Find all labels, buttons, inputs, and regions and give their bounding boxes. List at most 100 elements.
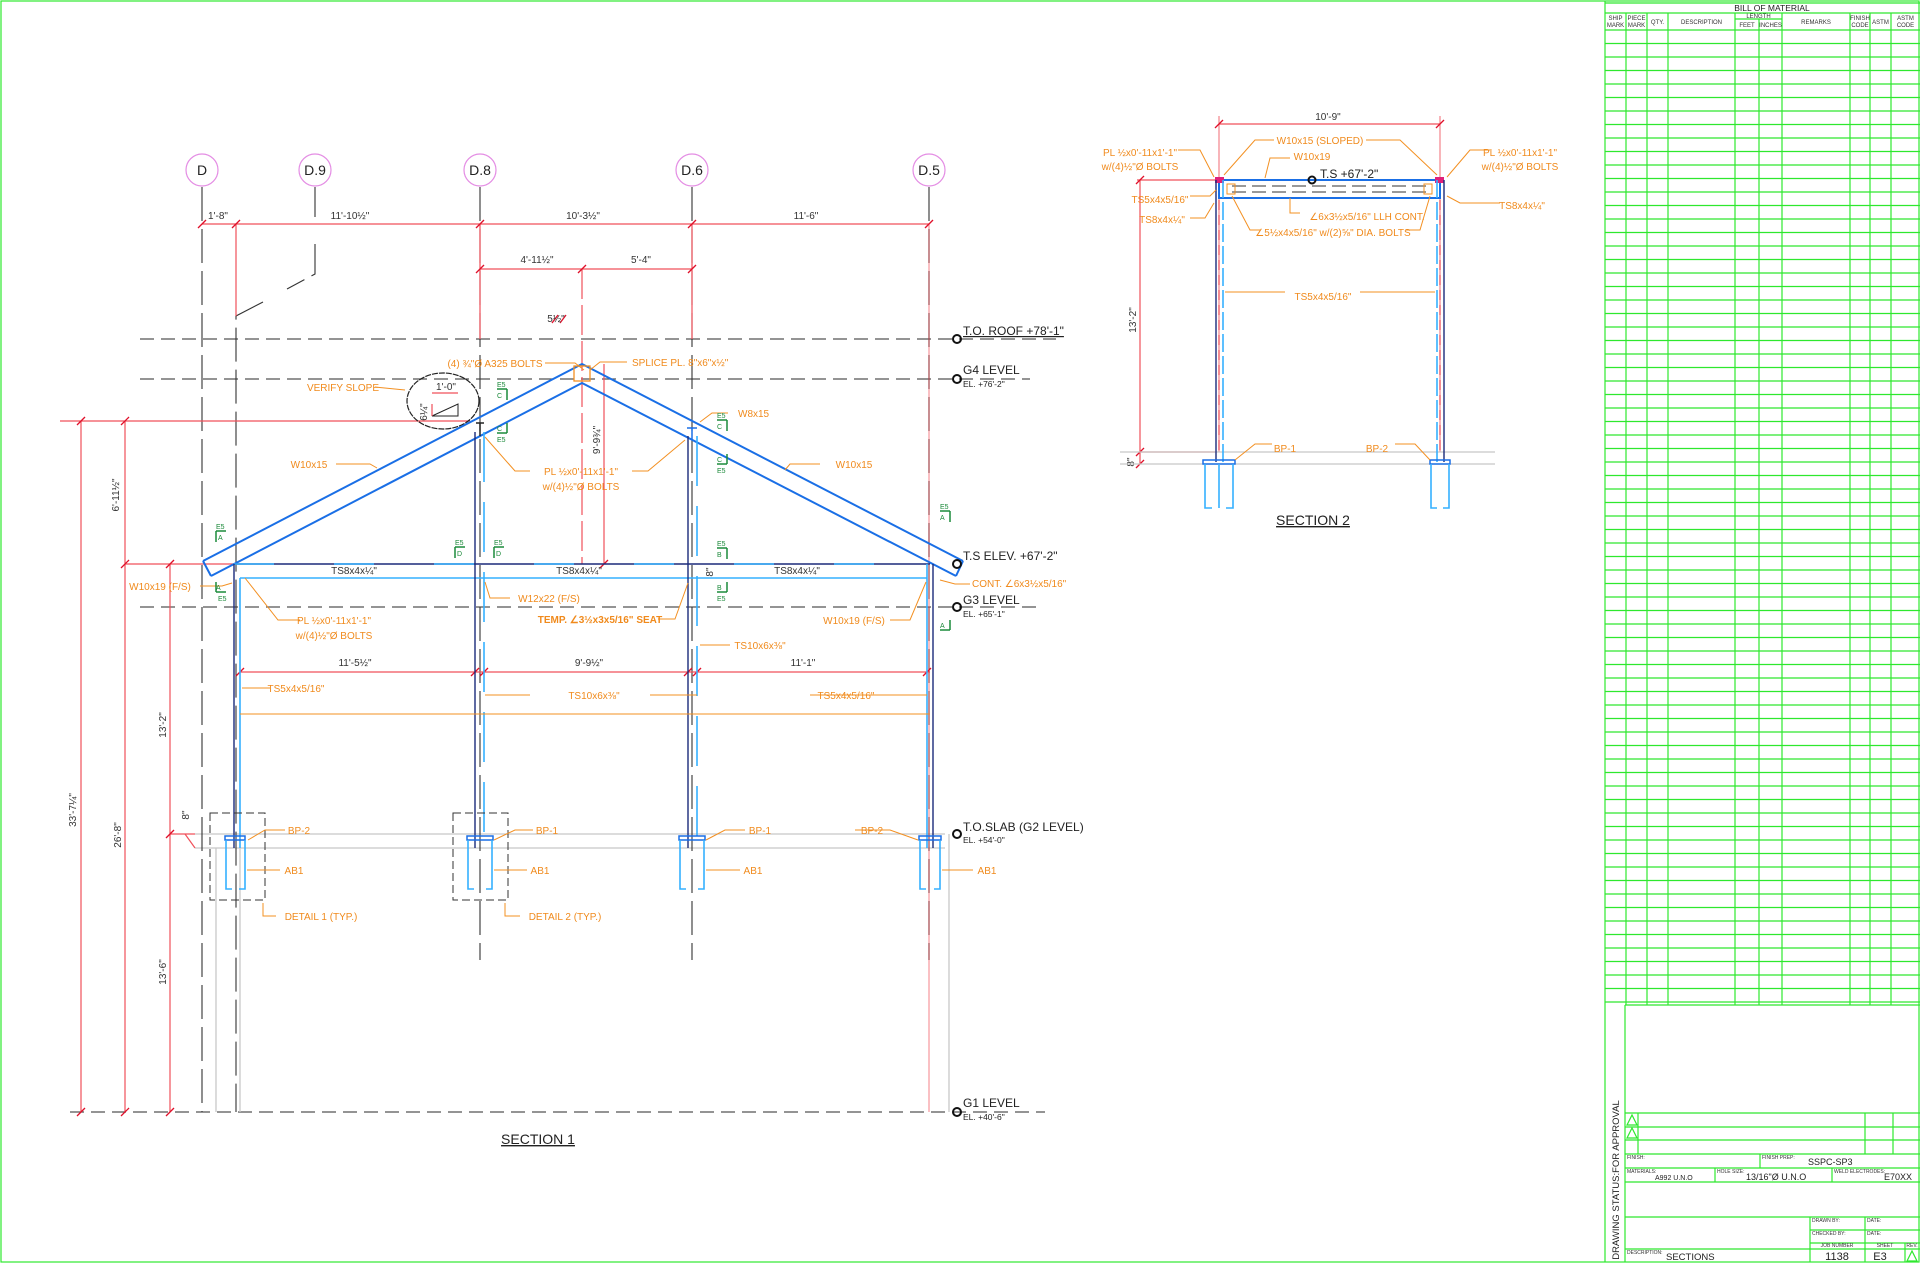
section2-footings bbox=[1202, 459, 1451, 509]
drawing-status: DRAWING STATUS:FOR APPROVAL bbox=[1611, 1100, 1622, 1260]
sheet-label: SHEET bbox=[1877, 1243, 1894, 1249]
s2-callout-column: TS5x4x5/16" bbox=[1295, 292, 1352, 303]
callout-ridge-bolts: (4) ¾"Ø A325 BOLTS bbox=[447, 359, 542, 370]
svg-text:w/(4)½"Ø BOLTS: w/(4)½"Ø BOLTS bbox=[1101, 162, 1179, 173]
callout-ts10-b: TS10x6x⅜" bbox=[568, 691, 620, 702]
dim-d-d9: 1'-8" bbox=[208, 211, 228, 222]
drawn-date-label: DATE: bbox=[1867, 1218, 1881, 1224]
bom-col-astm: ASTM bbox=[1872, 20, 1889, 26]
job-number: 1138 bbox=[1825, 1251, 1849, 1263]
svg-text:EL. +65'-1": EL. +65'-1" bbox=[963, 609, 1005, 619]
svg-text:A: A bbox=[216, 585, 221, 592]
svg-text:E5: E5 bbox=[455, 540, 464, 547]
s2-callout-ts5: TS5x4x5/16" bbox=[1132, 195, 1189, 206]
finish-label: FINISH: bbox=[1627, 1155, 1645, 1161]
s2-callout-ts8-left: TS8x4x¼" bbox=[1139, 214, 1185, 226]
section-marker: E5B bbox=[717, 541, 728, 559]
svg-text:A: A bbox=[218, 535, 223, 542]
callout-temp-seat: TEMP. ∠3½x3x5/16" SEAT bbox=[538, 615, 663, 626]
grid-bubble-d5: D.5 bbox=[912, 153, 946, 187]
section-marker: E5C bbox=[497, 382, 508, 400]
callout-bp-4: BP-2 bbox=[861, 826, 884, 837]
callout-splice-plate: SPLICE PL. 8"x6"x½" bbox=[632, 358, 729, 369]
callout-bp-3: BP-1 bbox=[749, 826, 772, 837]
callout-ts10-a: TS10x6x⅜" bbox=[734, 641, 786, 652]
dim-d8-ridge: 4'-11½" bbox=[520, 255, 554, 266]
svg-text:E5: E5 bbox=[717, 468, 726, 475]
svg-text:E5: E5 bbox=[717, 413, 726, 420]
svg-text:D.9: D.9 bbox=[304, 162, 326, 178]
svg-text:6¼": 6¼" bbox=[418, 403, 430, 421]
svg-text:E5: E5 bbox=[940, 504, 949, 511]
dim-d8-d6: 10'-3½" bbox=[566, 211, 600, 222]
callout-w10x19-right: W10x19 (F/S) bbox=[823, 616, 885, 627]
section-1: D D.9 D.8 D.6 D.5 bbox=[60, 153, 1084, 1147]
ts-beam bbox=[234, 563, 930, 579]
grid-bubble-d6: D.6 bbox=[675, 153, 709, 187]
callout-beam-1: TS8x4x¼" bbox=[331, 565, 377, 577]
job-number-label: JOB NUMBER bbox=[1821, 1243, 1854, 1249]
section-2: 10'-9" 13'-2" 8" bbox=[1101, 112, 1559, 528]
callout-pl-top: PL ½x0'-11x1'-1" bbox=[544, 467, 619, 478]
svg-text:D: D bbox=[197, 162, 207, 178]
section-marker: E5A bbox=[940, 504, 951, 522]
verify-slope-label: VERIFY SLOPE bbox=[307, 383, 379, 394]
section-1-title: SECTION 1 bbox=[501, 1131, 575, 1147]
svg-text:B: B bbox=[717, 585, 722, 592]
level-roof: T.O. ROOF +78'-1" bbox=[963, 324, 1064, 338]
callout-cont-angle: CONT. ∠6x3½x5/16" bbox=[972, 579, 1067, 590]
svg-text:D: D bbox=[457, 551, 462, 558]
rev-label: REV. bbox=[1906, 1243, 1917, 1249]
s2-callout-pl-right: PL ½x0'-11x1'-1" bbox=[1483, 148, 1558, 159]
drawn-by-label: DRAWN BY: bbox=[1812, 1218, 1840, 1224]
bom-col-inches: INCHES bbox=[1759, 23, 1782, 29]
footing-3 bbox=[678, 835, 706, 890]
grid-bubble-d9: D.9 bbox=[298, 153, 332, 187]
svg-text:EL. +54'-0": EL. +54'-0" bbox=[963, 835, 1005, 845]
section2-beam bbox=[1218, 179, 1441, 199]
finish-prep-label: FINISH PREP: bbox=[1762, 1155, 1795, 1161]
svg-text:C: C bbox=[497, 426, 502, 433]
callout-beam-2: TS8x4x¼" bbox=[556, 565, 602, 577]
dim-lower-1: 11'-5½" bbox=[338, 658, 372, 669]
svg-text:D.8: D.8 bbox=[469, 162, 491, 178]
description-label: DESCRIPTION: bbox=[1627, 1250, 1663, 1256]
svg-text:C: C bbox=[717, 424, 722, 431]
svg-text:D.5: D.5 bbox=[918, 162, 940, 178]
dim-roof-height: 6'-11½" bbox=[111, 478, 122, 512]
dimension-lines bbox=[60, 219, 934, 1117]
checked-date-label: DATE: bbox=[1867, 1231, 1881, 1237]
grid-bubble-d: D bbox=[185, 153, 219, 187]
callout-ts5-right: TS5x4x5/16" bbox=[818, 691, 875, 702]
bom-col-feet: FEET bbox=[1739, 23, 1755, 29]
svg-text:E5: E5 bbox=[717, 596, 726, 603]
section-marker: E5A bbox=[215, 524, 226, 542]
dim-g1-height: 26'-8" bbox=[113, 822, 124, 848]
s2-callout-bp1: BP-1 bbox=[1274, 444, 1297, 455]
bom-col-qty: QTY. bbox=[1651, 20, 1665, 26]
callout-bp-1: BP-2 bbox=[288, 826, 311, 837]
section-markers: E5A AE5 E5C CE5 E5D E5D E5C CE5 E5B BE5 … bbox=[215, 382, 951, 631]
footing-4 bbox=[918, 835, 942, 890]
checked-by-label: CHECKED BY: bbox=[1812, 1231, 1846, 1237]
materials-label: MATERIALS: bbox=[1627, 1169, 1656, 1175]
svg-text:E5: E5 bbox=[494, 540, 503, 547]
hole-size-value: 13/16"Ø U.N.O bbox=[1746, 1172, 1806, 1182]
dim-ridge-d6: 5'-4" bbox=[631, 255, 651, 266]
dim-column-height: 13'-2" bbox=[158, 712, 169, 738]
materials-value: A992 U.N.O bbox=[1655, 1175, 1693, 1182]
dim-below-slab: 13'-6" bbox=[158, 959, 169, 985]
callout-beam-3: TS8x4x¼" bbox=[774, 565, 820, 577]
callout-w12x22: W12x22 (F/S) bbox=[518, 594, 580, 605]
svg-text:1'-0": 1'-0" bbox=[436, 382, 456, 393]
dim-overall-height: 33'-7¼" bbox=[67, 793, 79, 827]
svg-text:w/(4)½"Ø BOLTS: w/(4)½"Ø BOLTS bbox=[542, 482, 620, 493]
svg-text:E5: E5 bbox=[216, 524, 225, 531]
svg-text:C: C bbox=[497, 393, 502, 400]
s2-callout-llh: ∠6x3½x5/16" LLH CONT. bbox=[1309, 212, 1424, 223]
callout-detail-1: DETAIL 1 (TYP.) bbox=[285, 912, 358, 923]
dim-d6-d5: 11'-6" bbox=[794, 211, 819, 222]
